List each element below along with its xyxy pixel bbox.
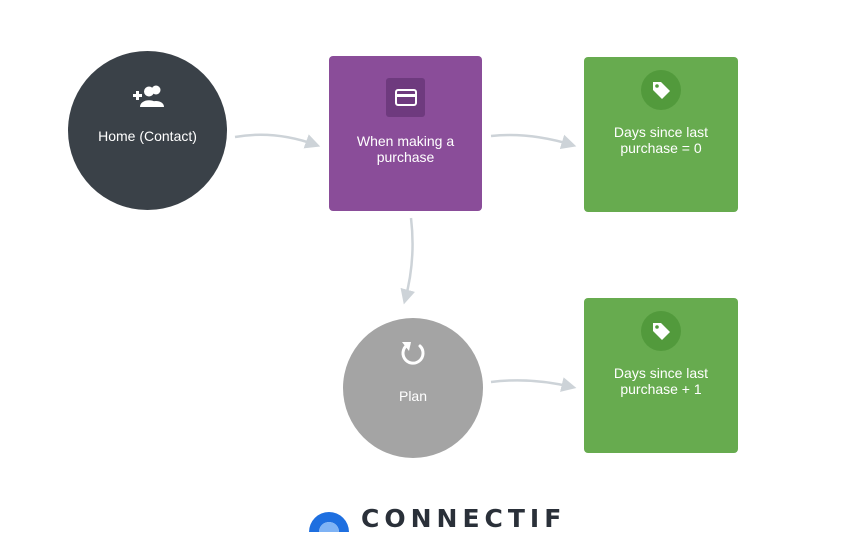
add-user-icon	[132, 84, 164, 108]
brand-logo: CONNECTIF	[307, 505, 566, 533]
plan-node[interactable]: Plan	[343, 318, 483, 458]
trigger-node-purchase[interactable]: When making a purchase	[329, 56, 482, 211]
tag-icon	[641, 311, 681, 351]
start-node-home-contact[interactable]: Home (Contact)	[68, 51, 227, 210]
action-node-days-since-purchase-zero[interactable]: Days since last purchase = 0	[584, 57, 738, 212]
credit-card-icon	[386, 78, 425, 117]
start-node-label: Home (Contact)	[98, 128, 197, 144]
action-node-2-label: Days since last purchase + 1	[613, 365, 709, 397]
tag-icon	[641, 70, 681, 110]
brand-name: CONNECTIF	[361, 504, 567, 533]
connectif-logo-icon	[309, 512, 349, 532]
action-node-1-label: Days since last purchase = 0	[613, 124, 709, 156]
arrow-trigger-to-plan	[400, 217, 416, 305]
arrow-plan-to-action-2	[490, 377, 577, 392]
action-node-days-since-purchase-plus-one[interactable]: Days since last purchase + 1	[584, 298, 738, 453]
plan-node-label: Plan	[398, 388, 428, 404]
trigger-node-label: When making a purchase	[356, 133, 455, 165]
arrow-start-to-trigger	[234, 133, 321, 149]
arrow-trigger-to-action-1	[490, 133, 577, 150]
refresh-icon	[398, 338, 428, 368]
